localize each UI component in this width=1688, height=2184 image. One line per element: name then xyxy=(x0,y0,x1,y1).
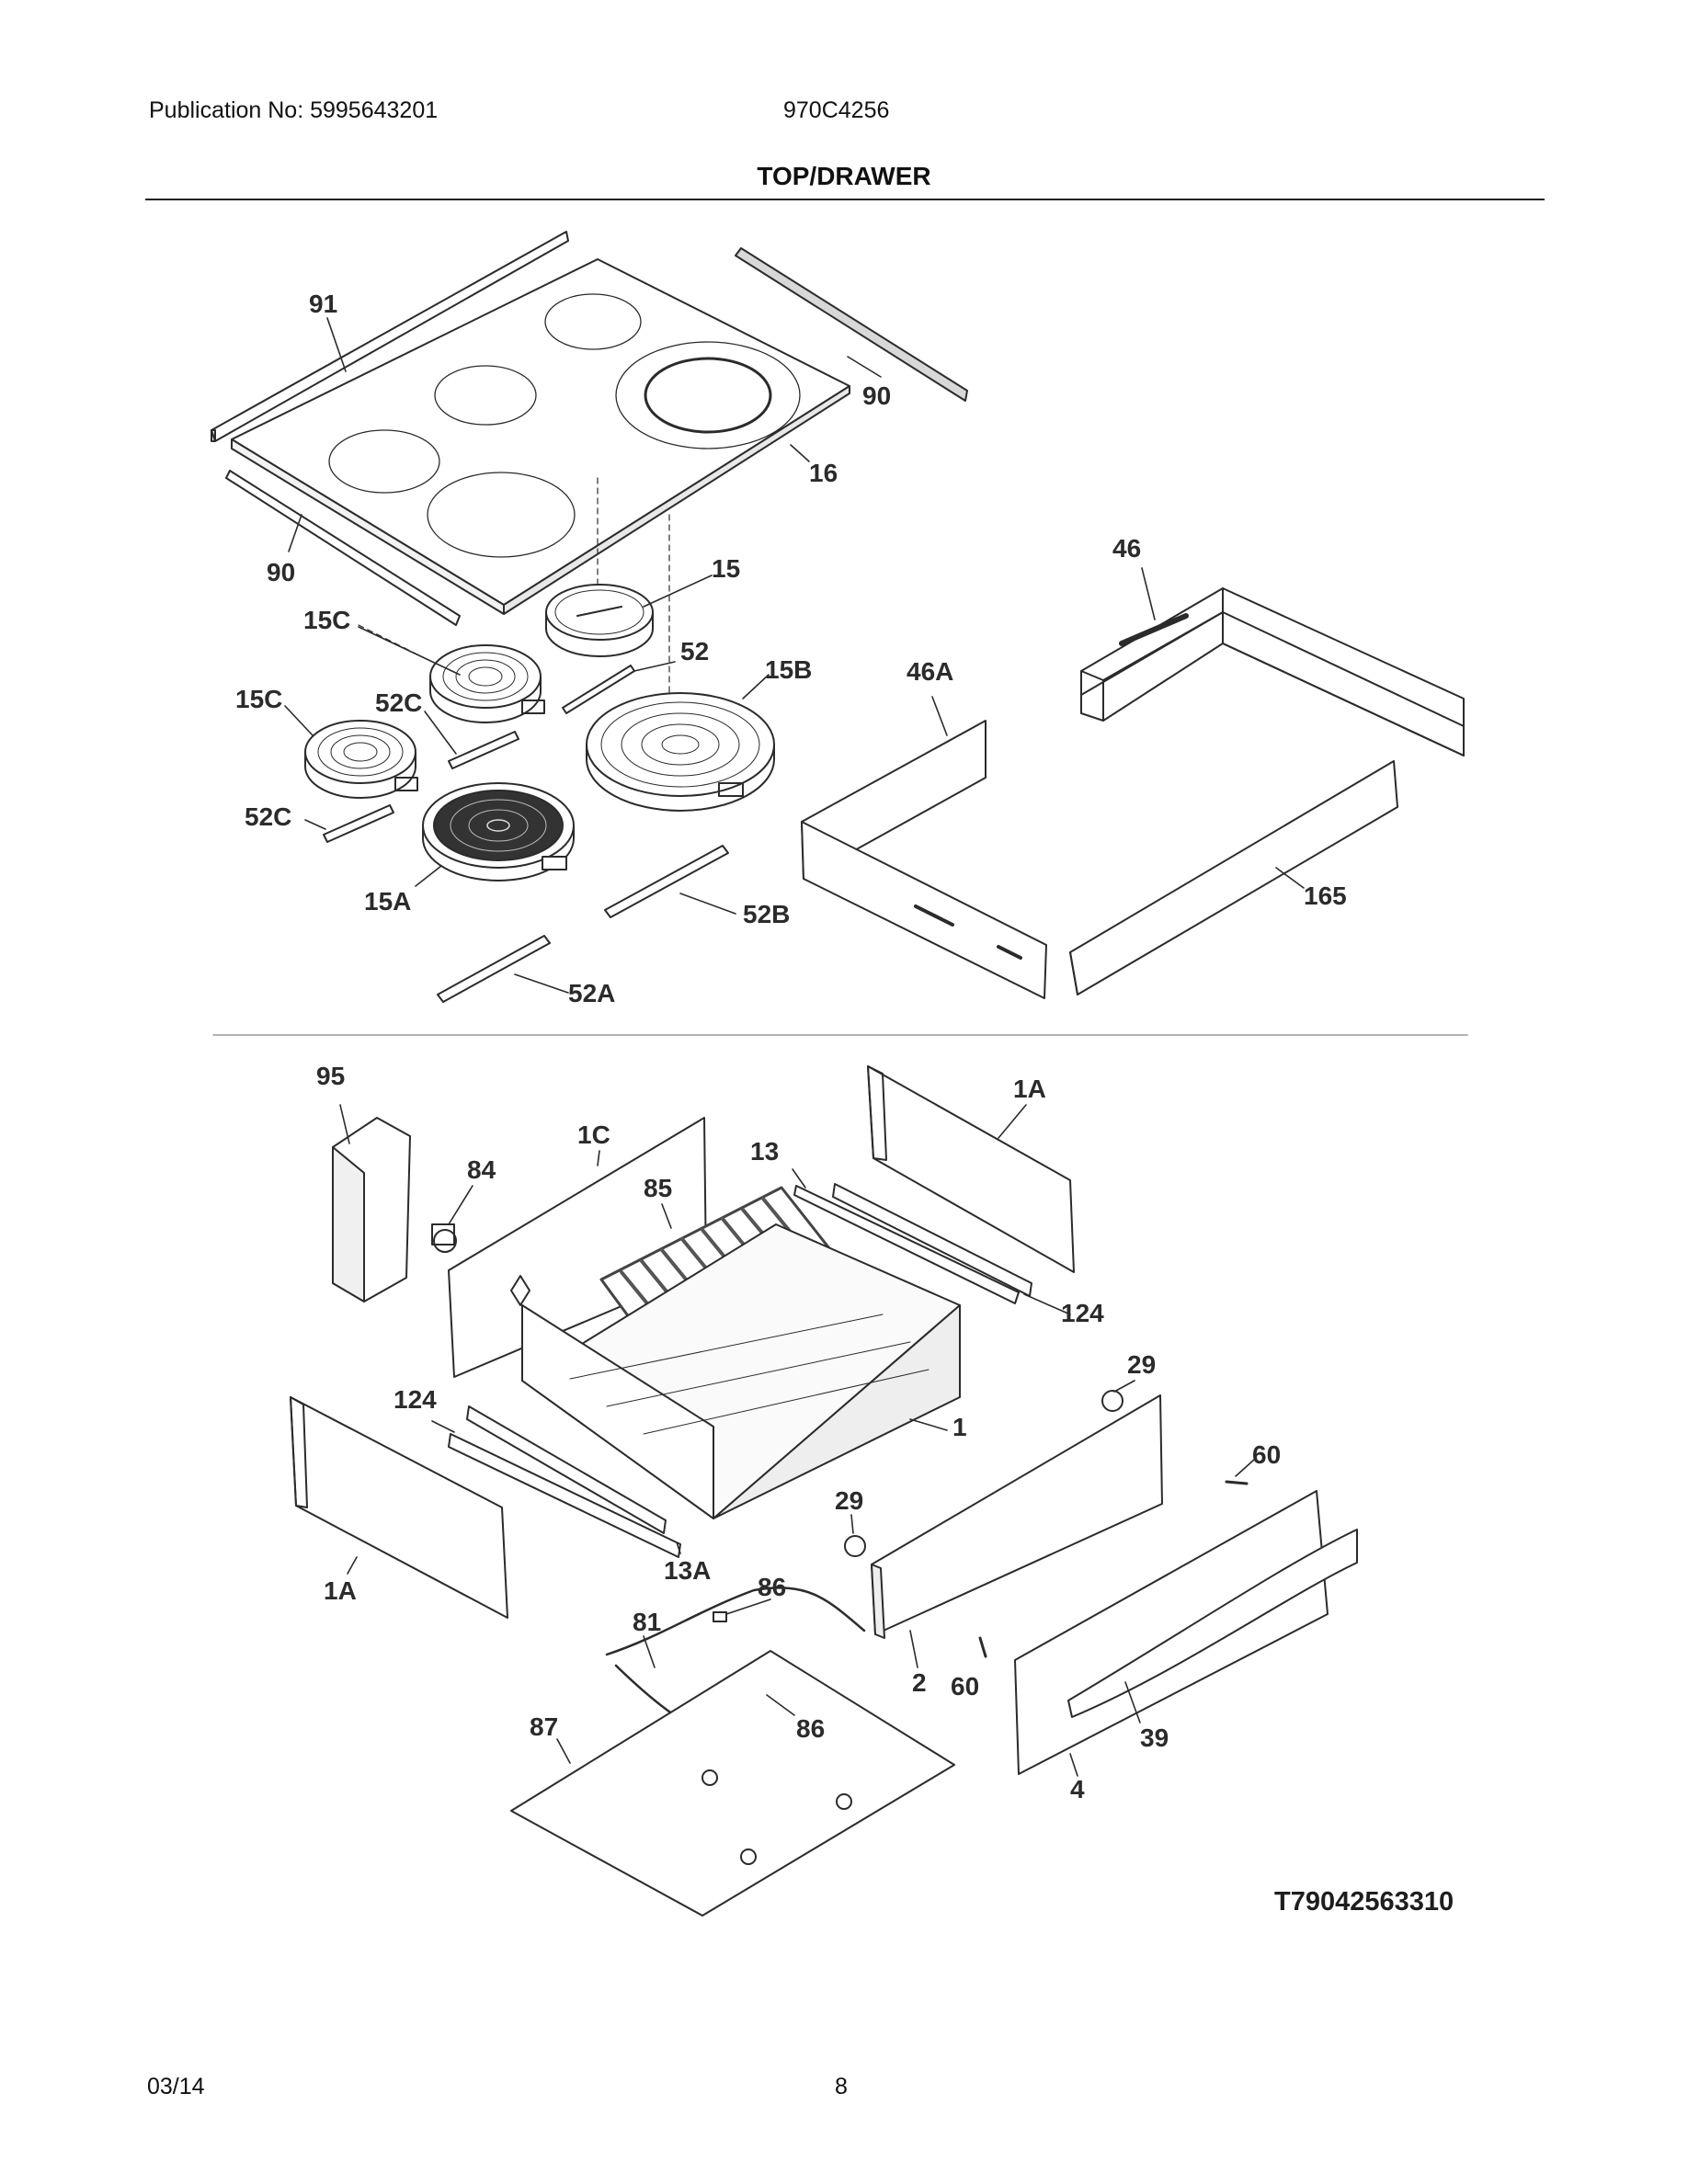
callout-90-right: 90 xyxy=(862,381,891,410)
callout-124-right: 124 xyxy=(1061,1299,1104,1327)
leader-lines xyxy=(284,317,1305,1777)
assembly-guide-lines xyxy=(358,477,670,700)
callout-15c-lower: 15C xyxy=(235,685,282,713)
callout-46: 46 xyxy=(1112,534,1141,563)
switch-84 xyxy=(431,1223,457,1253)
callout-52a: 52A xyxy=(568,979,615,1007)
element-15 xyxy=(545,584,654,657)
trim-strip-91 xyxy=(211,231,569,442)
callout-29-lower: 29 xyxy=(835,1486,863,1515)
clip-86-upper xyxy=(713,1611,727,1622)
callout-85: 85 xyxy=(644,1174,672,1202)
callout-52c-lower: 52C xyxy=(245,802,291,831)
callout-86-lower: 86 xyxy=(796,1714,825,1743)
callout-60-upper: 60 xyxy=(1252,1440,1281,1469)
bumper-29-lower xyxy=(844,1535,866,1557)
callout-1a-right: 1A xyxy=(1013,1075,1046,1103)
callout-4: 4 xyxy=(1070,1775,1085,1803)
drawer-body-1 xyxy=(521,1223,961,1519)
wire-strap-52b xyxy=(604,845,729,918)
callout-2: 2 xyxy=(912,1668,927,1697)
callout-1c: 1C xyxy=(577,1120,610,1149)
screw-60-upper xyxy=(1225,1480,1249,1485)
callout-13a: 13A xyxy=(664,1556,711,1585)
callout-86-upper: 86 xyxy=(758,1573,786,1601)
callout-52: 52 xyxy=(680,637,709,665)
model-number: 970C4256 xyxy=(783,97,890,123)
callout-90-left: 90 xyxy=(267,558,295,586)
callout-124-left: 124 xyxy=(393,1385,437,1414)
element-15b xyxy=(586,692,775,812)
callout-52b: 52B xyxy=(743,900,790,928)
footer-date: 03/14 xyxy=(147,2074,205,2099)
callout-39: 39 xyxy=(1140,1723,1169,1752)
drawer-front-2 xyxy=(871,1394,1163,1639)
cooktop-glass-16 xyxy=(231,258,850,615)
bracket-95 xyxy=(332,1117,411,1302)
callout-165: 165 xyxy=(1304,882,1347,910)
slide-rail-124-left xyxy=(466,1405,667,1534)
handle-39 xyxy=(1067,1529,1358,1718)
callout-15a: 15A xyxy=(364,887,411,916)
page-number: 8 xyxy=(835,2074,848,2099)
publication-number: Publication No: 5995643201 xyxy=(149,97,439,123)
element-15c-upper xyxy=(429,644,545,723)
callout-1: 1 xyxy=(952,1413,967,1441)
callout-29-upper: 29 xyxy=(1127,1350,1156,1379)
bumper-29-upper xyxy=(1101,1390,1123,1412)
callout-13: 13 xyxy=(750,1137,779,1166)
element-15a xyxy=(422,782,575,882)
screw-60-lower xyxy=(978,1636,987,1658)
wire-strap-52c-lower xyxy=(323,804,394,843)
element-15c-lower xyxy=(304,720,418,799)
wire-strap-52c-upper xyxy=(448,731,519,769)
trim-strip-90-left xyxy=(225,470,461,626)
callout-95: 95 xyxy=(316,1062,345,1090)
slide-rail-13 xyxy=(793,1185,1020,1304)
callout-1a-left: 1A xyxy=(324,1576,357,1605)
callout-81: 81 xyxy=(633,1608,661,1636)
header-rule xyxy=(145,199,1545,200)
page-title: TOP/DRAWER xyxy=(757,162,931,190)
callout-46a: 46A xyxy=(907,657,953,686)
side-panel-1a-left xyxy=(290,1396,508,1619)
callout-60-lower: 60 xyxy=(951,1672,979,1701)
bottom-panel-87 xyxy=(510,1650,955,1917)
side-panel-1a-right xyxy=(867,1065,1075,1273)
frame-46 xyxy=(1080,587,1465,756)
callout-87: 87 xyxy=(530,1712,558,1741)
callout-91: 91 xyxy=(309,290,337,318)
callout-15: 15 xyxy=(712,554,740,583)
callout-labels: 91 90 16 90 15 15C 52 15B 15C 52C 52C 15… xyxy=(235,290,1454,1917)
rail-165 xyxy=(1069,760,1398,995)
wire-strap-52a xyxy=(437,935,551,1003)
callout-15b: 15B xyxy=(765,655,812,684)
slide-rail-13a xyxy=(448,1433,681,1558)
callout-15c-upper: 15C xyxy=(303,606,350,634)
callout-16: 16 xyxy=(809,459,838,487)
diagram-code: T79042563310 xyxy=(1274,1887,1454,1917)
callout-52c-upper: 52C xyxy=(375,688,422,717)
frame-46a xyxy=(801,720,1047,999)
trim-strip-90-right xyxy=(735,247,968,402)
callout-84: 84 xyxy=(467,1155,496,1184)
